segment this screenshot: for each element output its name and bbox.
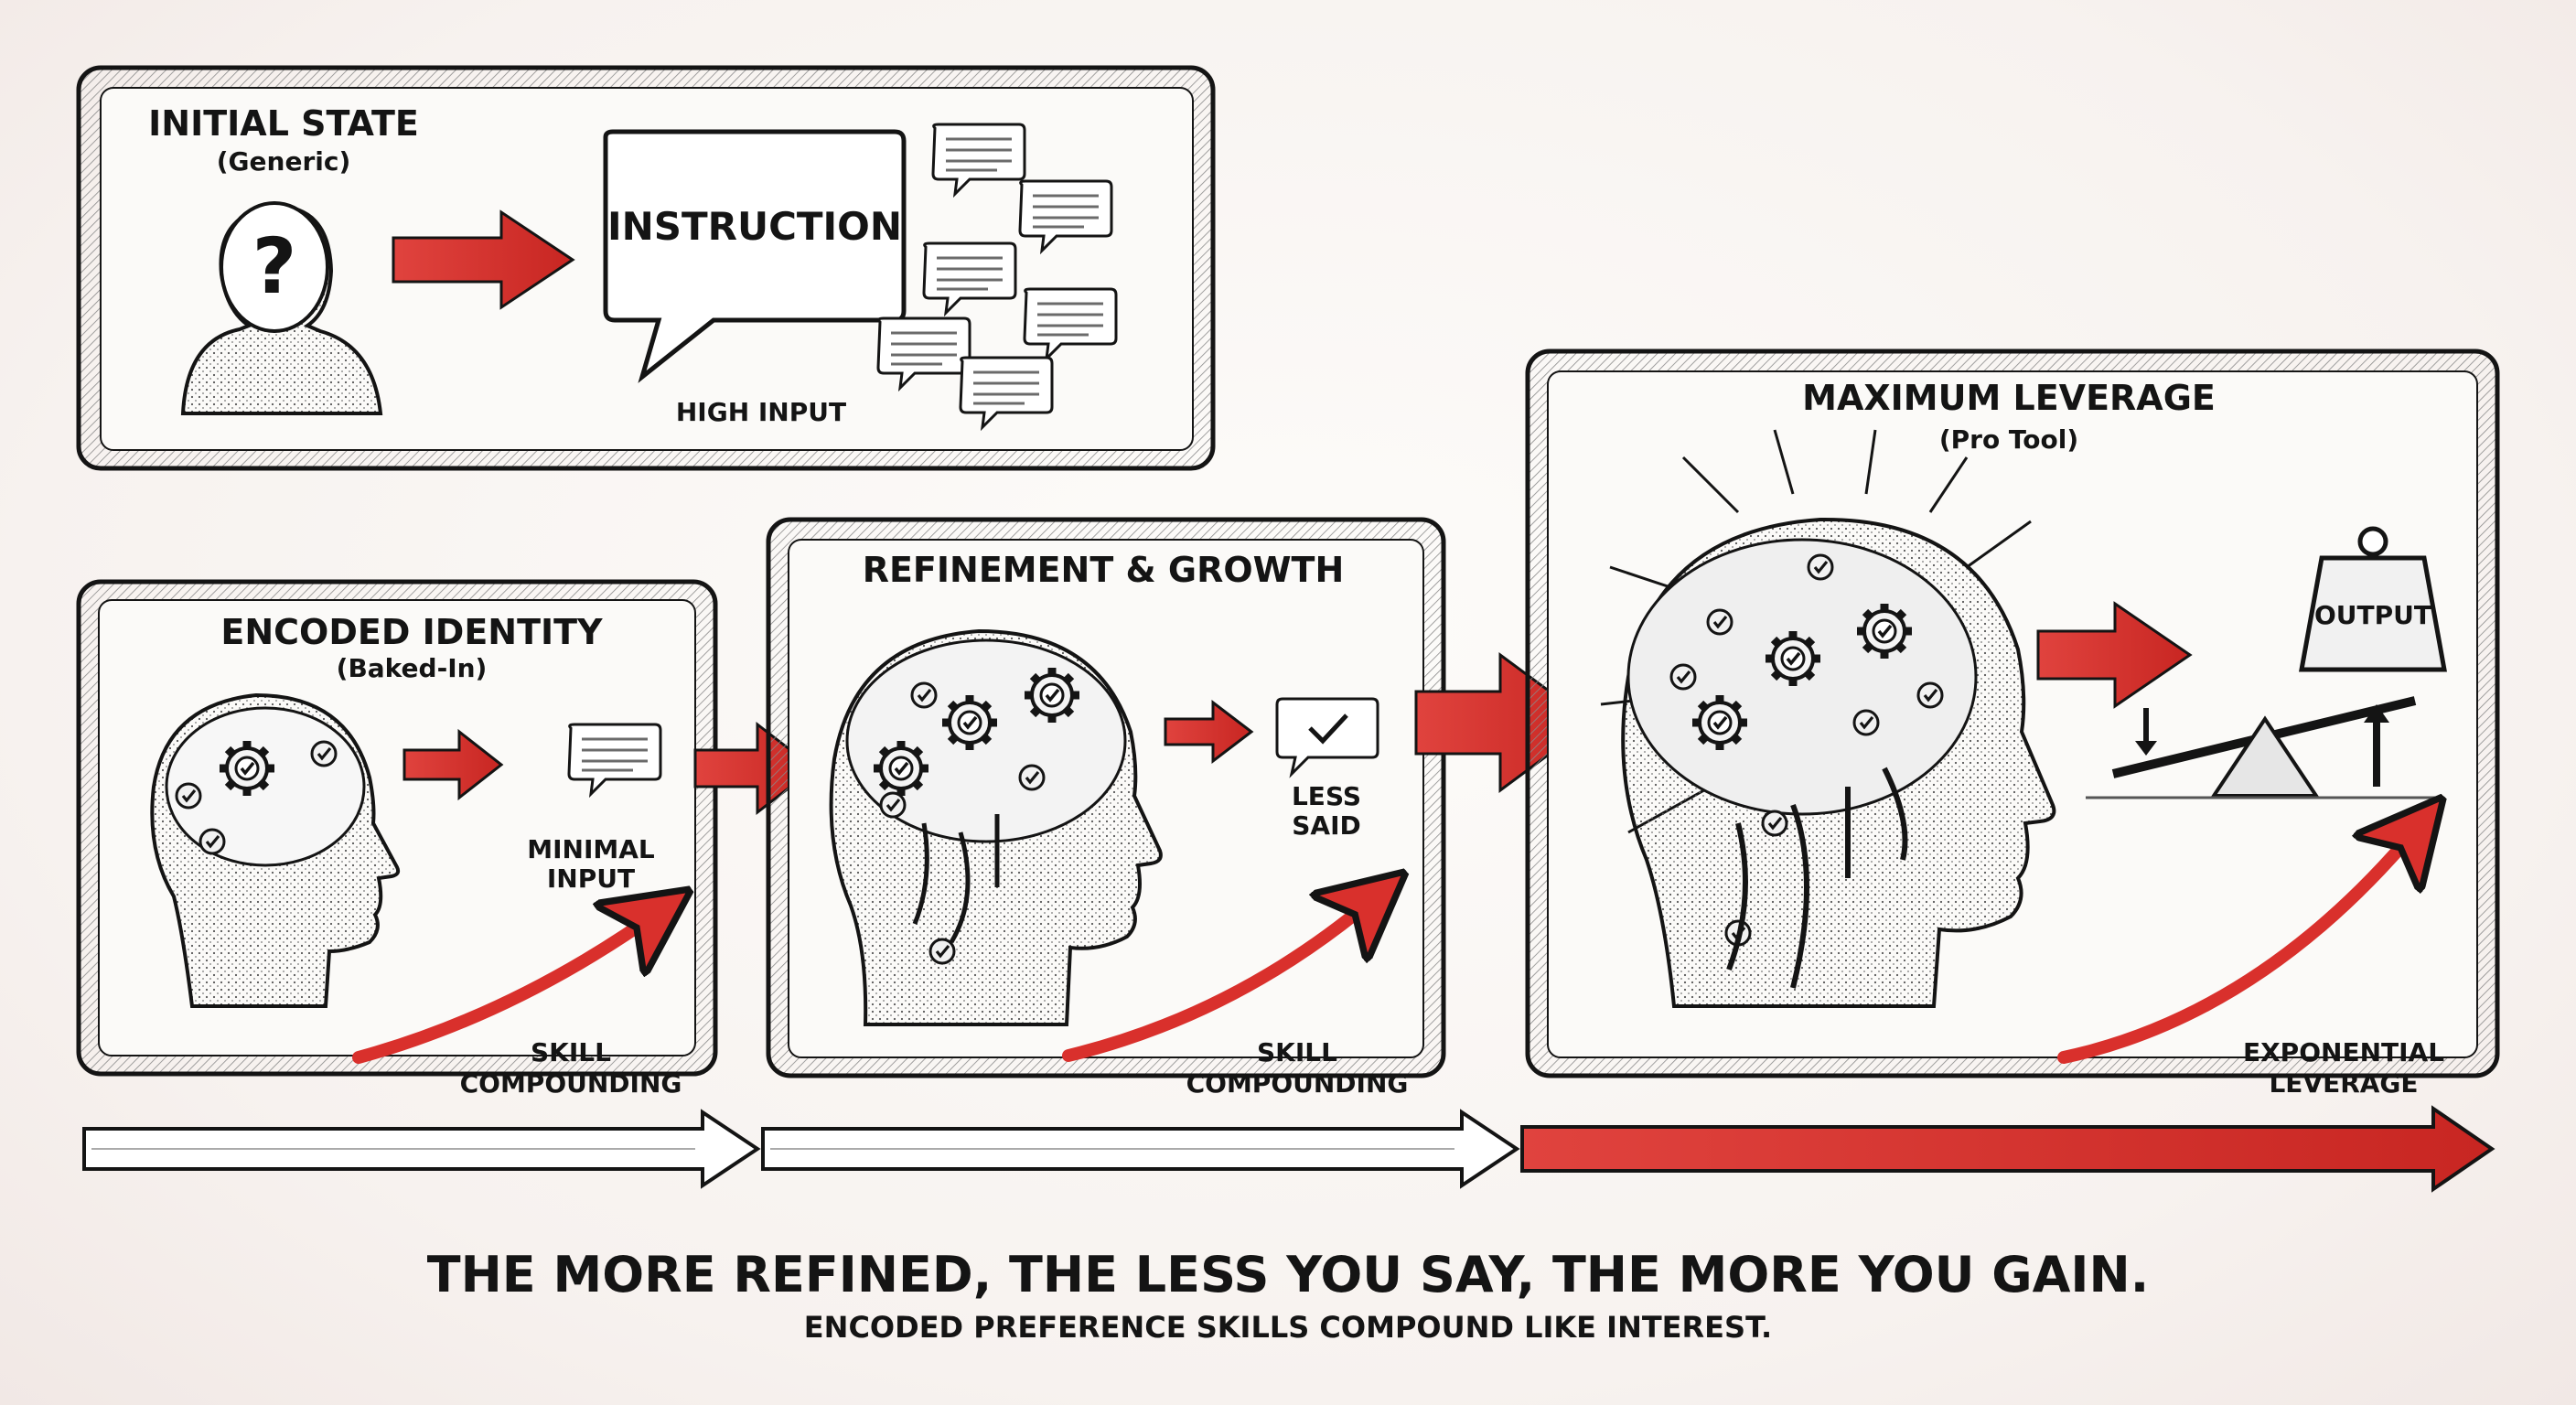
head-profile-icon xyxy=(829,628,1163,1026)
panel-subtitle: (Pro Tool) xyxy=(1939,424,2078,455)
panel-title: ENCODED IDENTITY xyxy=(220,612,603,652)
growth-label-line2: COMPOUNDING xyxy=(1186,1068,1409,1099)
flow-arrow xyxy=(2036,601,2193,709)
output-weight-icon: OUTPUT xyxy=(2299,526,2447,672)
panel-title: REFINEMENT & GROWTH xyxy=(863,550,1345,590)
growth-curve-arrow xyxy=(2057,831,2415,1064)
head-profile-icon xyxy=(1621,517,2056,1008)
footer-subline: ENCODED PREFERENCE SKILLS COMPOUND LIKE … xyxy=(804,1310,1772,1345)
progression-arrows xyxy=(82,1105,2496,1193)
less-said-line1: LESS xyxy=(1292,781,1361,811)
instruction-label: INSTRUCTION xyxy=(607,204,902,249)
generic-person-icon: ? xyxy=(180,201,383,415)
panel-title: MAXIMUM LEVERAGE xyxy=(1802,378,2216,418)
growth-label-line1: SKILL xyxy=(1257,1037,1337,1067)
growth-curve-arrow xyxy=(1062,900,1372,1062)
minimal-caption-line2: INPUT xyxy=(547,863,635,894)
panel-subtitle: (Baked-In) xyxy=(337,653,488,683)
high-input-caption: HIGH INPUT xyxy=(676,397,846,427)
panel-title: INITIAL STATE xyxy=(148,103,419,144)
question-mark: ? xyxy=(252,221,297,311)
growth-label-line1: EXPONENTIAL xyxy=(2243,1037,2444,1067)
panel-maximum-leverage: MAXIMUM LEVERAGE (Pro Tool) xyxy=(1525,349,2500,1099)
growth-label-line2: COMPOUNDING xyxy=(460,1068,682,1099)
growth-label-line2: LEVERAGE xyxy=(2269,1068,2418,1099)
panel-encoded-identity: ENCODED IDENTITY (Baked-In) MINIMAL INPU… xyxy=(76,579,718,1099)
panel-refinement-growth: REFINEMENT & GROWTH LESS SAID SKILL COMP… xyxy=(766,517,1446,1099)
minimal-caption-line1: MINIMAL xyxy=(527,834,655,864)
panel-subtitle: (Generic) xyxy=(217,146,351,177)
less-said-line2: SAID xyxy=(1292,810,1361,841)
flow-arrow xyxy=(402,728,504,801)
head-profile-icon xyxy=(150,692,401,1008)
growth-label-line1: SKILL xyxy=(531,1037,611,1067)
flow-arrow xyxy=(392,209,575,310)
output-label: OUTPUT xyxy=(2314,600,2431,630)
instruction-bubble: INSTRUCTION xyxy=(603,129,907,383)
flow-arrow xyxy=(1164,699,1254,765)
footer-headline: THE MORE REFINED, THE LESS YOU SAY, THE … xyxy=(427,1246,2149,1303)
progression-arrow-3 xyxy=(1520,1105,2496,1193)
less-said-bubble xyxy=(1275,697,1379,778)
growth-curve-arrow xyxy=(352,915,655,1064)
panel-initial-state: INITIAL STATE (Generic) ? INSTRUCTION HI… xyxy=(76,65,1216,471)
